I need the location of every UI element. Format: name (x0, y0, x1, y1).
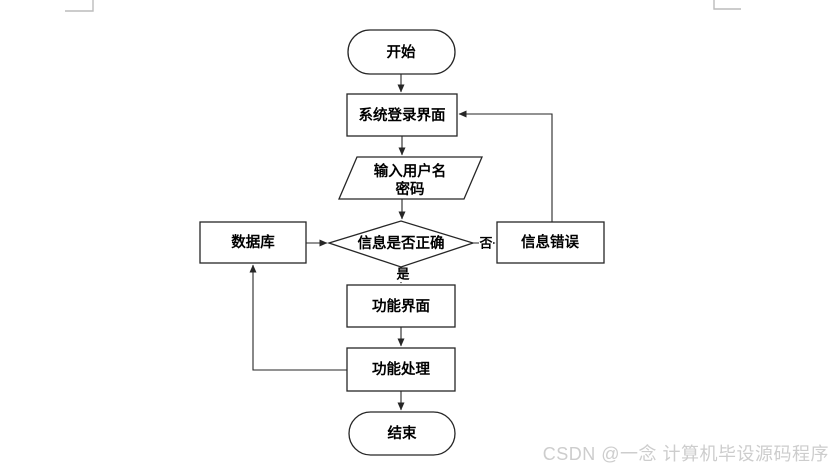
csdn-watermark: CSDN @一念 计算机毕设源码程序 (542, 444, 829, 464)
node-end: 结束 (348, 411, 456, 456)
node-start: 开始 (347, 29, 456, 75)
edge-error-login (458, 110, 553, 222)
node-function-ui-label: 功能界面 (372, 297, 430, 315)
node-function-process: 功能处理 (346, 347, 456, 392)
edge-function-process-database (249, 264, 347, 371)
edge-label-no: 否 (478, 237, 492, 252)
node-function-ui: 功能界面 (346, 284, 456, 328)
page-margin-mark-left (65, 0, 94, 12)
node-input-line2: 密码 (396, 180, 425, 198)
edge-label-yes: 是 (395, 268, 410, 283)
node-database-label: 数据库 (231, 233, 275, 251)
node-error: 信息错误 (496, 221, 605, 264)
node-login: 系统登录界面 (346, 93, 458, 137)
node-check: 信息是否正确 (326, 220, 476, 268)
edge-check-function-ui: 是 (395, 267, 410, 284)
page-margin-mark-right (713, 0, 741, 10)
node-input-line1: 输入用户名 (374, 162, 447, 180)
node-end-label: 结束 (388, 424, 417, 442)
node-login-label: 系统登录界面 (359, 106, 446, 124)
node-check-label: 信息是否正确 (358, 234, 445, 252)
edge-check-error: 否 (473, 236, 496, 252)
node-start-label: 开始 (387, 43, 416, 61)
node-function-process-label: 功能处理 (372, 360, 430, 378)
node-error-label: 信息错误 (521, 233, 579, 251)
node-input: 输入用户名 密码 (338, 156, 483, 200)
node-database: 数据库 (199, 221, 307, 264)
